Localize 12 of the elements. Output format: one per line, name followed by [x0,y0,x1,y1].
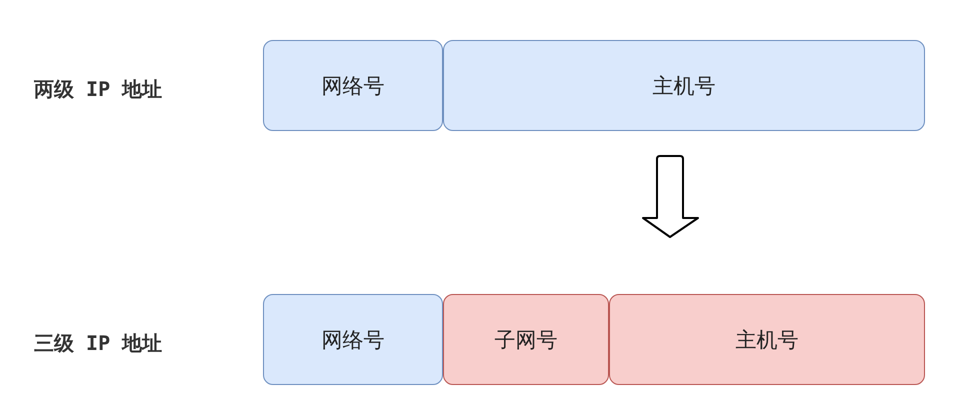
field-name: 主机号 [736,326,798,354]
address-field-box [263,294,443,385]
address-field-box [263,40,443,131]
field-name: 子网号 [494,326,558,354]
field-name: 主机号 [652,72,716,100]
row-label: 两级 IP 地址 [34,76,162,103]
field-name: 网络号 [322,72,384,100]
field-name: 网络号 [322,326,384,354]
address-field-box [443,294,609,385]
row-label: 三级 IP 地址 [34,330,162,357]
address-field-box [443,40,925,131]
address-field-box [609,294,925,385]
